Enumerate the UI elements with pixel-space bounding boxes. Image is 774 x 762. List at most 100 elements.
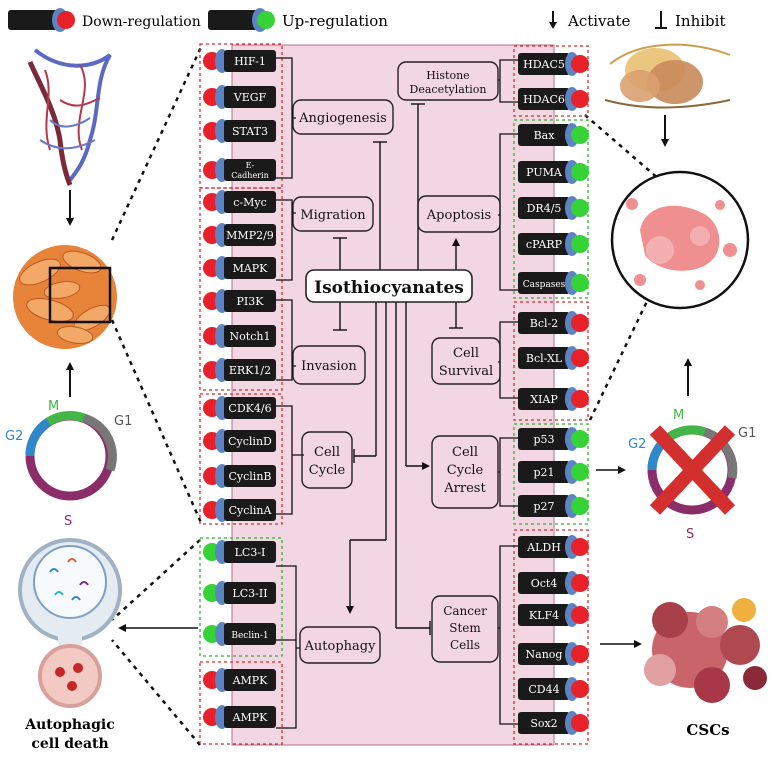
regulation-dot (571, 430, 589, 448)
arrest-label-2: Cycle (447, 463, 484, 478)
phase-s-label: S (64, 514, 72, 529)
marker-body (224, 397, 276, 419)
regulation-dot (571, 314, 589, 332)
regulation-dot (571, 463, 589, 481)
marker-body (518, 233, 570, 255)
histone-label-1: Histone (426, 69, 469, 82)
marker-right-15: KLF4 (518, 603, 589, 627)
marker-left-3: E-Cadherin (203, 158, 276, 182)
cell-cycle-box (301, 431, 353, 489)
cell-survival-box (431, 337, 501, 385)
regulation-dot (571, 606, 589, 624)
marker-body (224, 623, 276, 645)
cell-cycle-arrest-box (431, 435, 499, 509)
right-phase-g2-label: G2 (628, 437, 646, 452)
marker-label: E- (246, 161, 255, 170)
marker-label: MAPK (233, 262, 269, 275)
marker-left-13: CyclinA (203, 498, 276, 522)
regulation-dot (571, 538, 589, 556)
marker-right-4: DR4/5 (518, 196, 589, 220)
marker-body (518, 495, 570, 517)
marker-right-11: p21 (518, 460, 589, 484)
marker-body (518, 53, 570, 75)
cell-cycle-label-1: Cell (314, 445, 340, 460)
marker-label: Bcl-2 (530, 317, 558, 330)
marker-body (518, 388, 570, 410)
marker-body (518, 428, 570, 450)
regulation-dot (571, 274, 589, 292)
marker-label: CyclinA (229, 504, 273, 517)
apoptotic-cell-illustration (610, 170, 750, 310)
isothiocyanates-label: Isothiocyanates (314, 278, 464, 298)
marker-right-0: HDAC5 (518, 52, 589, 76)
marker-label: HIF-1 (234, 55, 266, 68)
marker-label: p27 (533, 500, 554, 513)
right-phase-g1-label: G1 (738, 426, 756, 441)
angiogenesis-box (292, 99, 394, 135)
inhibit-tbar-icon (655, 11, 667, 29)
cell-survival-label-2: Survival (439, 364, 493, 379)
marker-body (224, 465, 276, 487)
marker-right-10: p53 (518, 427, 589, 451)
marker-body (224, 50, 276, 72)
apoptosis-label: Apoptosis (426, 208, 491, 223)
marker-body (518, 572, 570, 594)
csc-label-1: Cancer (443, 604, 487, 618)
marker-right-14: Oct4 (518, 571, 589, 595)
marker-label: cPARP (526, 238, 563, 251)
activate-arrow-icon (549, 11, 557, 29)
marker-body (224, 191, 276, 213)
marker-body (224, 86, 276, 108)
regulation-dot (571, 90, 589, 108)
marker-label: ERK1/2 (229, 364, 271, 377)
cell-cycle-ring-right (647, 425, 738, 515)
marker-right-7: Bcl-2 (518, 311, 589, 335)
marker-label: AMPK (232, 674, 269, 687)
left-marker-column: HIF-1VEGFSTAT3E-Cadherinc-MycMMP2/9MAPKP… (203, 49, 276, 729)
marker-label: Nanog (526, 648, 563, 661)
autophagy-up-group-box (199, 537, 283, 657)
marker-left-15: LC3-II (203, 581, 276, 605)
marker-label: DR4/5 (527, 202, 562, 215)
regulation-dot (571, 714, 589, 732)
regulation-dot (571, 235, 589, 253)
regulation-dot (571, 497, 589, 515)
marker-label: Sox2 (530, 717, 557, 730)
invasion-box (292, 345, 366, 385)
marker-body (224, 359, 276, 381)
marker-body (518, 161, 570, 183)
regulation-dot (571, 349, 589, 367)
process-boxes (292, 61, 501, 664)
marker-left-16: Beclin-1 (203, 622, 276, 646)
outcome-arrows (118, 466, 642, 648)
marker-label: CyclinD (228, 435, 272, 448)
arrest-label-3: Arrest (443, 481, 486, 496)
marker-right-2: Bax (518, 123, 589, 147)
marker-right-18: Sox2 (518, 711, 589, 735)
marker-left-0: HIF-1 (203, 49, 276, 73)
hdac-protein-illustration (604, 43, 731, 109)
marker-body (224, 224, 276, 246)
marker-body (518, 712, 570, 734)
marker-left-18: AMPK (203, 705, 276, 729)
regulation-dot (571, 390, 589, 408)
migration-box (292, 196, 374, 232)
regulation-dot (571, 680, 589, 698)
marker-left-1: VEGF (203, 85, 276, 109)
marker-body (518, 88, 570, 110)
phase-g2-label: G2 (5, 429, 23, 444)
cell-cycle-label-2: Cycle (309, 463, 346, 478)
histone-box (397, 61, 499, 101)
marker-body (224, 706, 276, 728)
hdac-group-box (513, 45, 589, 117)
angiogenesis-group-box (199, 43, 283, 189)
marker-right-9: XIAP (518, 387, 589, 411)
regulation-dot (571, 199, 589, 217)
marker-body (224, 325, 276, 347)
down-regulation-legend-icon (8, 8, 75, 32)
marker-body (224, 290, 276, 312)
marker-label: Oct4 (531, 577, 558, 590)
marker-body (224, 669, 276, 691)
marker-right-16: Nanog (518, 642, 589, 666)
